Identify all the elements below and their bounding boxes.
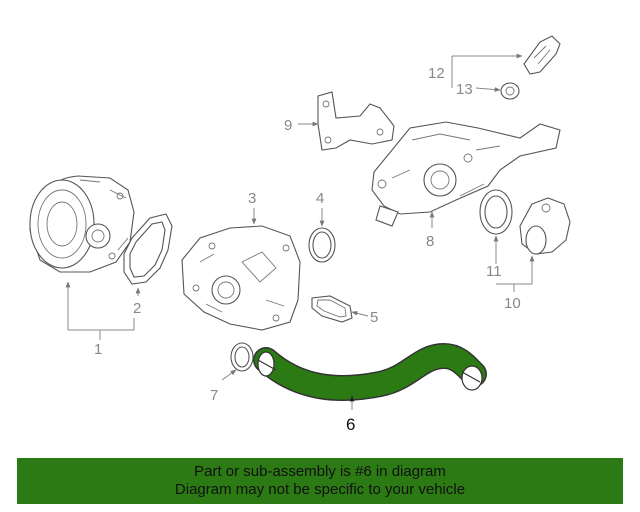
callout-11: 11 <box>486 263 502 280</box>
thermostat-cover[interactable] <box>519 197 571 255</box>
callout-12: 12 <box>428 65 445 82</box>
small-gasket[interactable] <box>311 295 353 323</box>
callout-5: 5 <box>370 309 378 326</box>
parts-diagram: 1 2 3 4 5 6 7 8 9 10 11 12 13 <box>29 35 571 434</box>
callout-8: 8 <box>426 233 434 250</box>
callout-13: 13 <box>456 81 473 98</box>
callout-9: 9 <box>284 117 292 134</box>
banner-line-part: Part or sub-assembly is #6 in diagram <box>194 463 446 480</box>
callout-10: 10 <box>504 295 521 312</box>
water-pump[interactable] <box>29 175 135 273</box>
pump-gasket[interactable] <box>123 213 173 285</box>
info-banner: Part or sub-assembly is #6 in diagram Di… <box>17 458 623 504</box>
callout-7: 7 <box>210 387 218 404</box>
callout-1: 1 <box>94 341 102 358</box>
thermostat-housing[interactable] <box>371 121 561 227</box>
temperature-sensor[interactable] <box>523 35 561 75</box>
callout-2: 2 <box>133 300 141 317</box>
pump-housing[interactable] <box>181 225 301 331</box>
callout-4: 4 <box>316 190 324 207</box>
thermostat-seal[interactable] <box>479 189 513 235</box>
callout-6: 6 <box>346 415 355 434</box>
seal-ring[interactable] <box>230 342 254 372</box>
banner-line-disclaimer: Diagram may not be specific to your vehi… <box>174 481 466 498</box>
coolant-hose[interactable] <box>253 342 487 401</box>
sensor-washer[interactable] <box>500 82 520 100</box>
callout-3: 3 <box>248 190 256 207</box>
o-ring[interactable] <box>308 227 336 263</box>
bracket[interactable] <box>317 91 395 151</box>
